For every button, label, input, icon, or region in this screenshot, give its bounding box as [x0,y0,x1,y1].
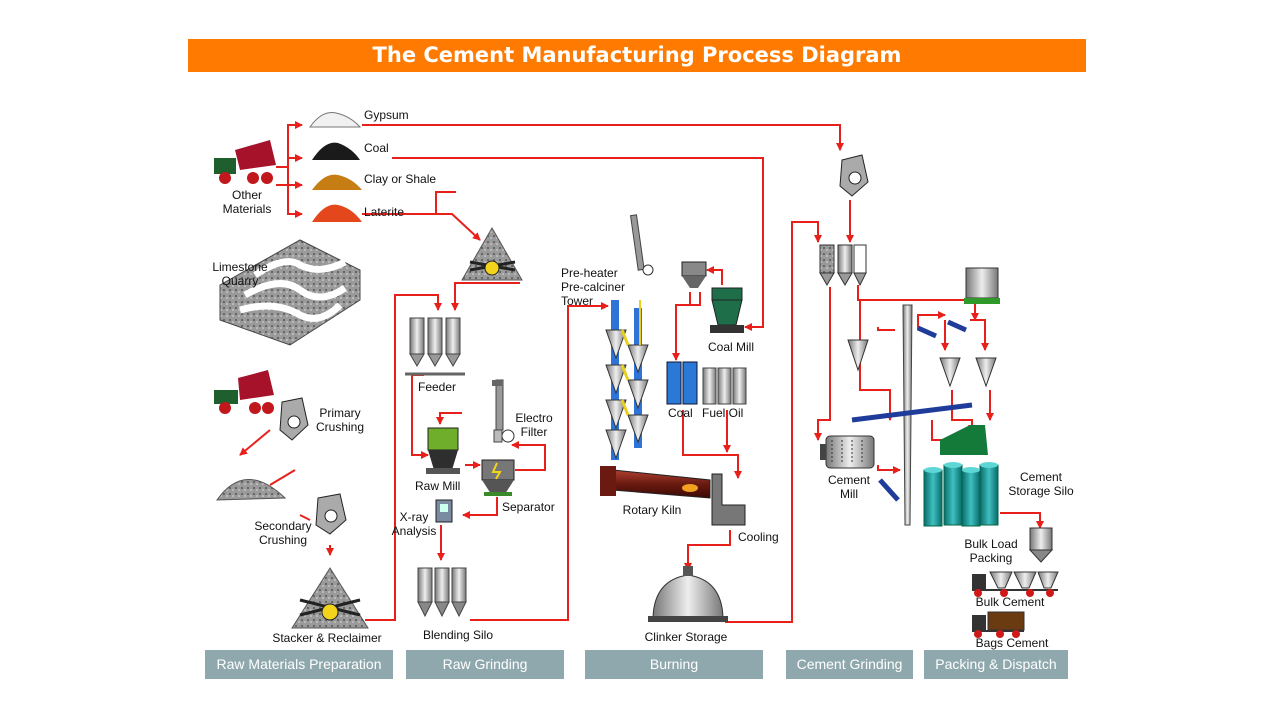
cooler-icon [711,473,746,526]
gypsum-crusher-icon [839,154,869,197]
raw-mill-label: Raw Mill [415,479,461,493]
stage-raw-grinding: Raw Grinding [406,650,564,679]
bulk-cement-truck-icon [972,571,1059,597]
separator-icon [481,459,515,496]
coal-bunkers [666,361,698,405]
clinker-gypsum-hoppers [819,244,867,287]
feeder-silos [405,317,465,376]
cyclone-separators [847,339,997,388]
laterite-pile [312,204,362,222]
diagram-title: The Cement Manufacturing Process Diagram [188,39,1086,72]
bags-cement-truck-icon [972,611,1025,638]
stage-packing-dispatch: Packing & Dispatch [924,650,1068,679]
clinker-storage-icon [648,566,728,622]
clay-pile [312,174,362,190]
bulk-cement-label: Bulk Cement [975,595,1045,609]
bulk-packing-icon [1028,527,1054,563]
coal-mill-label: Coal Mill [708,340,755,354]
stage-raw-materials: Raw Materials Preparation [205,650,393,679]
bags-cement-label: Bags Cement [975,636,1049,650]
stacker-label: Stacker & Reclaimer [272,631,382,645]
clay-label: Clay or Shale [364,172,437,186]
cement-mill-icon [820,435,875,469]
stage-cement-grinding: Cement Grinding [786,650,913,679]
cooling-label: Cooling [738,530,779,544]
blending-silo-label: Blending Silo [422,628,494,642]
separator-label: Separator [502,500,555,514]
stacker-reclaimer-icon [291,567,369,629]
crushed-stone-pile [216,479,287,501]
coal-label: Coal [668,406,693,420]
electro-filter-label: Electro Filter [515,411,553,439]
primary-crusher-icon [279,397,309,441]
xray-label: X-ray Analysis [391,510,437,538]
feeder-label: Feeder [418,380,457,394]
laterite-label: Laterite [364,205,405,219]
dump-truck-icon [214,370,274,414]
limestone-quarry [219,239,361,346]
preheater-tower [605,300,649,460]
crusher-hopper-icon [461,226,523,281]
raw-mill-icon [426,427,460,474]
limestone-quarry-label: Limestone Quarry [212,260,268,288]
coal-mill-icon [710,287,744,333]
gypsum-label: Gypsum [364,108,409,122]
other-materials-label: Other Materials [222,188,272,216]
conveyors [851,319,973,502]
coal-pile [312,142,360,160]
coal-pile-label: Coal [364,141,389,155]
rotary-kiln-label: Rotary Kiln [622,503,682,517]
cement-separator-icon [940,267,1000,455]
fuel-oil-label: Fuel Oil [702,406,744,420]
secondary-crushing-label: Secondary Crushing [254,519,312,547]
preheater-label: Pre-heater Pre-calciner Tower [561,266,626,308]
clinker-storage-label: Clinker Storage [644,630,728,644]
stage-burning: Burning [585,650,763,679]
secondary-crusher-icon [315,493,347,535]
blending-silos [417,567,467,618]
gypsum-pile [309,112,362,128]
exhaust-stack-icon [629,214,707,288]
cement-storage-silo-label: Cement Storage Silo [1008,470,1074,498]
electro-filter-icon [492,379,515,443]
primary-crushing-label: Primary Crushing [315,406,365,434]
dump-truck-icon [214,140,276,184]
cement-mill-label: Cement Mill [827,473,871,501]
cement-storage-silos [923,462,999,527]
fuel-oil-tanks [702,367,747,405]
bulk-load-packing-label: Bulk Load Packing [964,537,1018,565]
xray-analysis-icon [435,499,453,523]
rotary-kiln-icon [600,466,711,499]
